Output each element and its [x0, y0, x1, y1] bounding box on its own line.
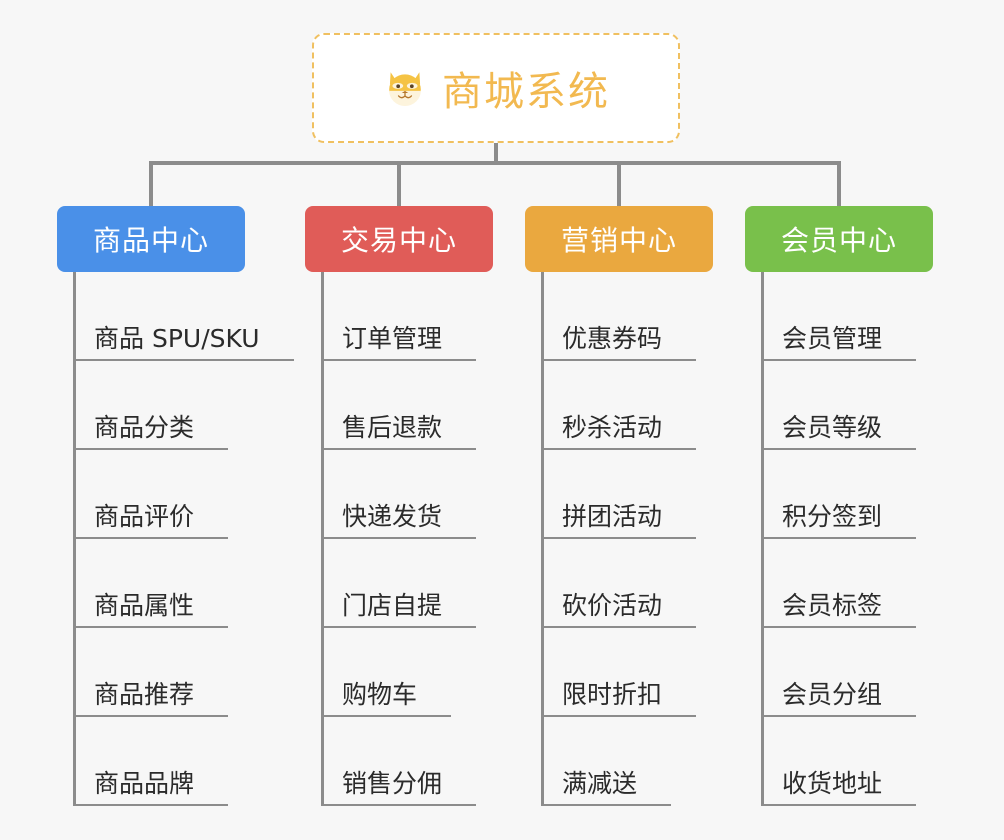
list-item[interactable]: 商品分类	[76, 361, 245, 450]
leaf-label: 砍价活动	[544, 586, 697, 628]
leaf-label: 秒杀活动	[544, 408, 697, 450]
leaf-list-product: 商品 SPU/SKU 商品分类 商品评价 商品属性 商品推荐 商品品牌	[73, 272, 294, 806]
leaf-list-trade: 订单管理 售后退款 快递发货 门店自提 购物车 销售分佣	[321, 272, 493, 806]
list-item[interactable]: 会员等级	[764, 361, 933, 450]
branch-header-marketing[interactable]: 营销中心	[525, 206, 713, 272]
list-item[interactable]: 销售分佣	[324, 717, 493, 806]
connector-root-stub	[494, 143, 498, 164]
leaf-label: 售后退款	[324, 408, 477, 450]
list-item[interactable]: 优惠券码	[544, 272, 713, 361]
list-item[interactable]: 商品 SPU/SKU	[76, 272, 294, 361]
leaf-label: 商品属性	[76, 586, 229, 628]
leaf-label: 优惠券码	[544, 319, 697, 361]
list-item[interactable]: 会员分组	[764, 628, 933, 717]
branch-header-product[interactable]: 商品中心	[57, 206, 245, 272]
leaf-label: 限时折扣	[544, 675, 697, 717]
connector-drop-1	[149, 161, 153, 206]
leaf-label: 会员分组	[764, 675, 917, 717]
list-item[interactable]: 售后退款	[324, 361, 493, 450]
leaf-label: 订单管理	[324, 319, 477, 361]
list-item[interactable]: 砍价活动	[544, 539, 713, 628]
leaf-list-marketing: 优惠券码 秒杀活动 拼团活动 砍价活动 限时折扣 满减送	[541, 272, 713, 806]
leaf-label: 购物车	[324, 675, 452, 717]
leaf-label: 门店自提	[324, 586, 477, 628]
branch-column-trade: 交易中心 订单管理 售后退款 快递发货 门店自提 购物车 销售分佣	[305, 206, 493, 806]
list-item[interactable]: 门店自提	[324, 539, 493, 628]
list-item[interactable]: 会员标签	[764, 539, 933, 628]
leaf-label: 拼团活动	[544, 497, 697, 539]
connector-drop-4	[837, 161, 841, 206]
leaf-label: 会员等级	[764, 408, 917, 450]
list-item[interactable]: 秒杀活动	[544, 361, 713, 450]
branch-header-member[interactable]: 会员中心	[745, 206, 933, 272]
list-item[interactable]: 订单管理	[324, 272, 493, 361]
leaf-label: 积分签到	[764, 497, 917, 539]
list-item[interactable]: 商品评价	[76, 450, 245, 539]
shiba-dog-face-icon	[382, 65, 428, 111]
leaf-label: 快递发货	[324, 497, 477, 539]
list-item[interactable]: 积分签到	[764, 450, 933, 539]
leaf-label: 收货地址	[764, 764, 917, 806]
leaf-label: 商品 SPU/SKU	[76, 319, 294, 361]
branch-column-product: 商品中心 商品 SPU/SKU 商品分类 商品评价 商品属性 商品推荐 商品品牌	[57, 206, 294, 806]
root-title: 商城系统	[442, 69, 610, 115]
list-item[interactable]: 收货地址	[764, 717, 933, 806]
leaf-label: 会员标签	[764, 586, 917, 628]
leaf-label: 会员管理	[764, 319, 917, 361]
leaf-label: 销售分佣	[324, 764, 477, 806]
leaf-label: 商品推荐	[76, 675, 229, 717]
list-item[interactable]: 限时折扣	[544, 628, 713, 717]
list-item[interactable]: 商品推荐	[76, 628, 245, 717]
leaf-label: 商品分类	[76, 408, 229, 450]
leaf-label: 满减送	[544, 764, 672, 806]
list-item[interactable]: 满减送	[544, 717, 713, 806]
root-node[interactable]: 商城系统	[312, 33, 680, 143]
list-item[interactable]: 快递发货	[324, 450, 493, 539]
branch-column-marketing: 营销中心 优惠券码 秒杀活动 拼团活动 砍价活动 限时折扣 满减送	[525, 206, 713, 806]
list-item[interactable]: 购物车	[324, 628, 493, 717]
leaf-label: 商品品牌	[76, 764, 229, 806]
list-item[interactable]: 商品属性	[76, 539, 245, 628]
branch-column-member: 会员中心 会员管理 会员等级 积分签到 会员标签 会员分组 收货地址	[745, 206, 933, 806]
list-item[interactable]: 会员管理	[764, 272, 933, 361]
branch-header-trade[interactable]: 交易中心	[305, 206, 493, 272]
connector-horizontal-bus	[149, 161, 839, 165]
list-item[interactable]: 拼团活动	[544, 450, 713, 539]
connector-drop-2	[397, 161, 401, 206]
leaf-label: 商品评价	[76, 497, 229, 539]
list-item[interactable]: 商品品牌	[76, 717, 245, 806]
leaf-list-member: 会员管理 会员等级 积分签到 会员标签 会员分组 收货地址	[761, 272, 933, 806]
connector-drop-3	[617, 161, 621, 206]
